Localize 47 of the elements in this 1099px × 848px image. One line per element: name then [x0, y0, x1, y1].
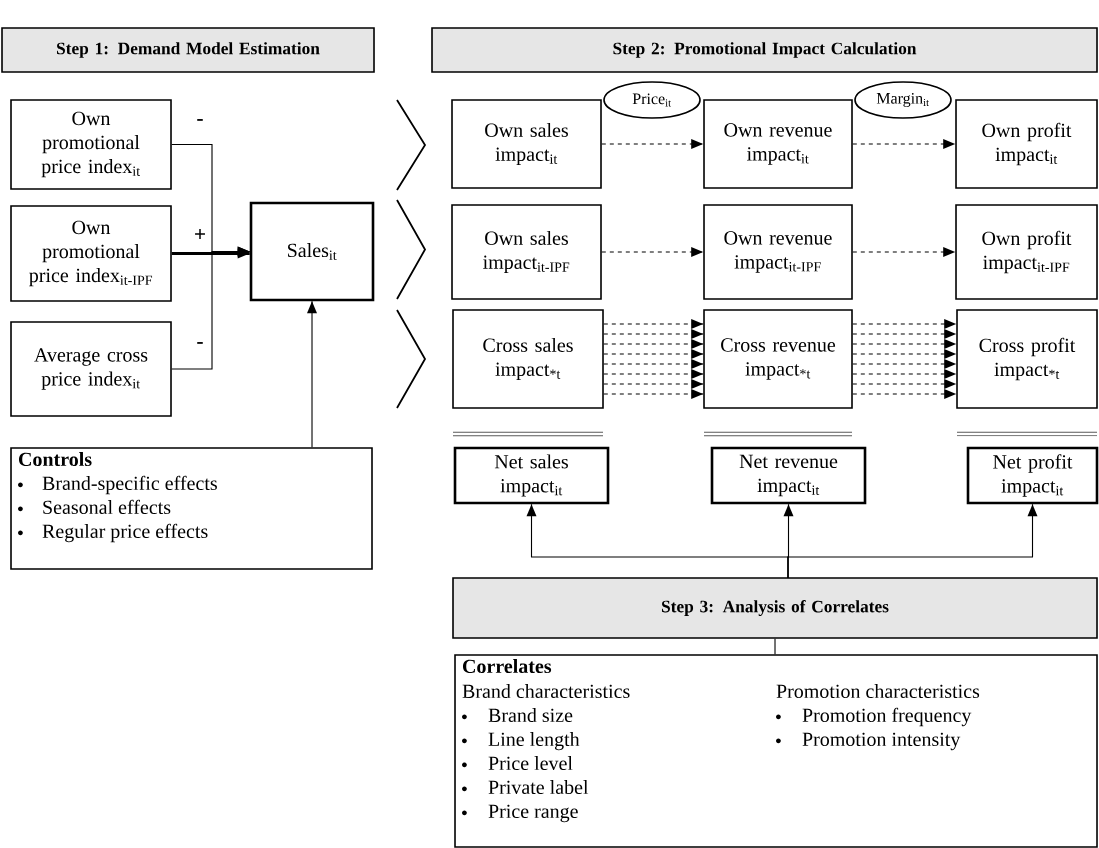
process-box: Own sales impact$_{it}$	[451, 99, 602, 189]
result-box: Net revenue impact$_{it}$	[710, 446, 867, 505]
result-box: Sales$_{it}$	[249, 201, 375, 302]
process-box: Cross profit impact$_{*t}$	[956, 309, 1098, 409]
arrow	[787, 503, 1038, 579]
arrow	[852, 379, 957, 389]
process-box: Cross revenue impact$_{*t}$	[703, 309, 853, 409]
arrow	[852, 329, 957, 339]
edge-label: +	[192, 227, 208, 243]
result-box: Net profit impact$_{it}$	[966, 446, 1099, 505]
arrow	[852, 369, 957, 379]
arrow	[603, 319, 704, 329]
process-box: Cross sales impact$_{*t}$	[452, 309, 604, 409]
arrow	[852, 247, 956, 257]
arrow	[601, 247, 704, 257]
arrow	[603, 369, 704, 379]
step-header: Step 1: Demand Model Estimation	[1, 27, 375, 73]
list-box: Controls Brand-specific effects Seasonal effects Regular price effects	[10, 447, 373, 570]
arrow	[603, 379, 704, 389]
result-box: Net sales impact$_{it}$	[453, 446, 610, 505]
process-box: Own revenue impact$_{it-IPF}$	[703, 204, 853, 300]
arrow	[307, 300, 317, 448]
arrow	[601, 139, 704, 149]
arrow	[171, 246, 251, 370]
list-box: Correlates Brand characteristics Brand size Line length Price level Private label Price range Promotion characteristics Promotion frequency Promotion intensity	[454, 654, 1098, 848]
step-header: Step 2: Promotional Impact Calculation	[431, 27, 1098, 73]
process-box: Own profit impact$_{it}$	[955, 99, 1098, 189]
arrow	[603, 359, 704, 369]
arrow	[852, 389, 957, 399]
arrow	[852, 349, 957, 359]
process-box: Own sales impact$_{it-IPF}$	[451, 204, 602, 300]
process-box: Own profit impact$_{it-IPF}$	[955, 204, 1098, 300]
arrow	[852, 139, 956, 149]
process-box: Own revenue impact$_{it}$	[703, 99, 853, 189]
edge-label: -	[195, 117, 205, 127]
arrow	[852, 339, 957, 349]
arrow	[603, 329, 704, 339]
arrow	[852, 319, 957, 329]
process-box: Average cross price index$_{it}$	[10, 321, 172, 417]
arrow	[852, 359, 957, 369]
arrow	[603, 339, 704, 349]
process-box: Own promotional price index$_{it-IPF}$	[10, 205, 172, 302]
arrow	[603, 349, 704, 359]
step-header: Step 3: Analysis of Correlates	[452, 577, 1098, 639]
process-box: Own promotional price index$_{it}$	[10, 99, 172, 190]
arrow	[603, 389, 704, 399]
edge-label: -	[195, 340, 205, 350]
